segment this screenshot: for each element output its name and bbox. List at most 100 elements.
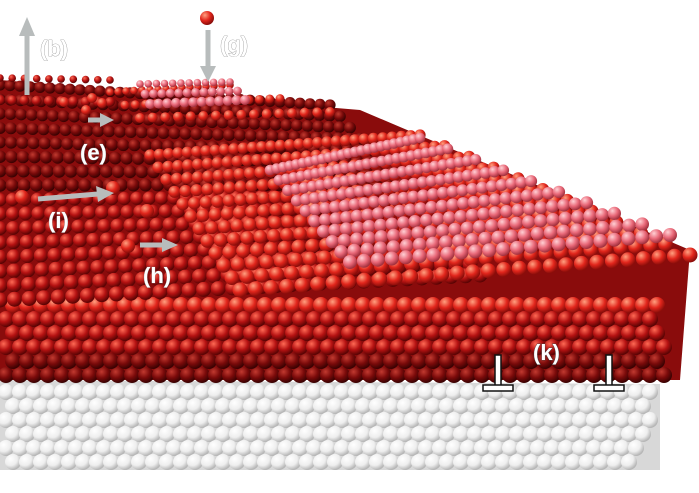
island-atom — [310, 276, 326, 292]
terrace-atom — [6, 235, 21, 250]
terrace-atom — [132, 258, 147, 273]
substrate-atom — [453, 454, 469, 470]
terrace-atom — [69, 205, 84, 220]
substrate-atom — [110, 412, 126, 428]
substrate-atom — [82, 440, 98, 456]
terrace-atom — [74, 151, 87, 164]
island-atom — [356, 272, 372, 288]
substrate-atom — [621, 398, 637, 414]
terrace-atom — [0, 122, 6, 134]
top-island-atom — [393, 204, 406, 218]
top-island-atom — [499, 192, 512, 205]
island-atom — [274, 139, 286, 151]
substrate-atom — [530, 412, 546, 428]
film-edge-atom — [327, 297, 343, 313]
substrate-atom — [271, 398, 287, 414]
film-edge-atom — [145, 297, 161, 313]
terrace-atom — [61, 247, 76, 262]
back-island-atom — [211, 110, 221, 121]
terrace-atom — [40, 164, 54, 178]
terrace-atom — [124, 126, 137, 138]
island-atom — [274, 253, 289, 269]
film-edge-atom — [397, 353, 413, 369]
terrace-atom — [170, 243, 185, 258]
substrate-atom — [593, 398, 609, 414]
top-island-atom — [595, 208, 609, 222]
substrate-atom — [313, 426, 329, 442]
terrace-atom — [18, 206, 33, 221]
film-edge-atom — [131, 297, 147, 313]
substrate-atom — [222, 412, 238, 428]
island-atom — [181, 146, 193, 158]
substrate-atom — [334, 384, 350, 400]
island-atom — [162, 160, 174, 173]
substrate-atom — [208, 412, 224, 428]
film-edge-atom — [292, 311, 308, 327]
terrace-atom — [106, 272, 122, 288]
top-island-atom — [635, 230, 650, 245]
film-edge-atom — [306, 311, 322, 327]
top-island-atom — [596, 221, 610, 235]
film-edge-atom — [334, 367, 350, 383]
film-edge-atom — [201, 297, 217, 313]
terrace-atom — [291, 119, 303, 132]
island-atom — [349, 134, 361, 146]
substrate-atom — [551, 398, 567, 414]
film-edge-atom — [299, 297, 315, 313]
top-island-atom — [299, 204, 312, 217]
top-island-atom — [439, 235, 453, 249]
island-atom — [230, 219, 244, 233]
island-atom — [293, 227, 307, 241]
film-edge-atom — [103, 325, 119, 341]
top-island-atom — [380, 168, 392, 180]
film-edge-atom — [544, 367, 560, 383]
film-edge-atom — [446, 339, 462, 355]
top-island-atom — [583, 222, 597, 236]
film-edge-atom — [215, 325, 231, 341]
top-island-atom — [328, 223, 342, 237]
film-edge-atom — [334, 311, 350, 327]
top-island-atom — [414, 202, 427, 215]
island-atom — [152, 161, 164, 174]
film-edge-atom — [334, 339, 350, 355]
terrace-atom — [183, 243, 198, 258]
substrate-atom — [453, 426, 469, 442]
film-edge-atom — [173, 297, 189, 313]
substrate-atom — [397, 454, 413, 470]
top-island-atom — [373, 241, 388, 255]
top-island-atom — [446, 185, 459, 198]
substrate-atom — [572, 384, 588, 400]
terrace-atom — [48, 261, 64, 277]
island-atom — [589, 254, 605, 270]
terrace-atom — [248, 117, 261, 130]
terrace-atom — [117, 191, 131, 206]
substrate-atom — [229, 398, 245, 414]
island-atom — [222, 194, 236, 207]
back-terrace-atom — [43, 95, 54, 106]
top-island-atom — [362, 231, 376, 245]
terrace-atom — [244, 129, 257, 142]
terrace-atom — [135, 165, 149, 179]
film-edge-atom — [292, 339, 308, 355]
island-atom — [182, 159, 194, 171]
film-edge-atom — [355, 297, 371, 313]
substrate-atom — [453, 398, 469, 414]
top-island-atom — [329, 201, 341, 213]
film-edge-atom — [530, 339, 546, 355]
label-e: (e) — [80, 140, 107, 165]
top-island-atom — [546, 213, 560, 227]
top-island-atom — [316, 224, 330, 238]
top-island-atom — [368, 195, 381, 208]
substrate-atom — [418, 384, 434, 400]
top-island-atom — [385, 217, 399, 231]
film-edge-atom — [33, 325, 49, 341]
substrate-atom — [355, 454, 371, 470]
terrace-atom — [15, 108, 28, 121]
film-edge-atom — [341, 353, 357, 369]
top-island-atom — [466, 182, 479, 195]
substrate-atom — [642, 412, 658, 428]
island-atom — [682, 247, 698, 263]
top-island-atom — [426, 236, 440, 251]
top-island-atom — [382, 206, 395, 219]
back-terrace-atom — [94, 76, 102, 84]
